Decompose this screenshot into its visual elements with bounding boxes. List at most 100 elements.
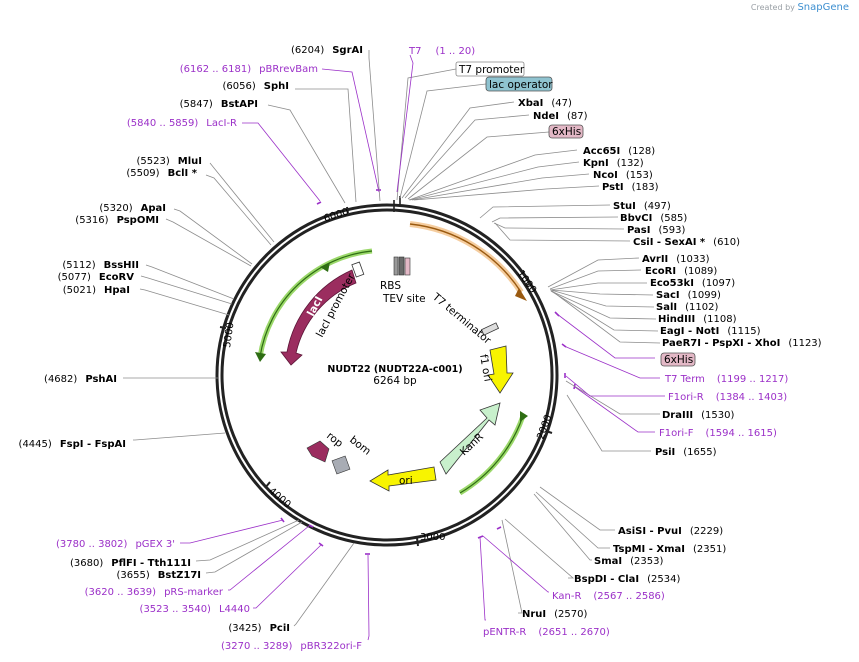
f1-ori-feature <box>487 345 514 394</box>
enzyme-ecorv: (5077)EcoRV <box>58 272 135 283</box>
his-label-top: 6xHis <box>552 126 581 138</box>
enzyme-psti: PstI(183) <box>602 182 659 193</box>
laci-feature <box>280 269 357 366</box>
rop-label: rop <box>324 430 345 450</box>
insert-orf-arrowhead <box>515 288 527 301</box>
enzyme-ncoi: NcoI(153) <box>593 170 653 181</box>
t7-terminator-label: T7 terminator <box>429 290 493 347</box>
right-enzyme-labels: XbaI(47) NdeI(87) Acc65I(128) KpnI(132) … <box>518 98 822 620</box>
primer-kan-r: Kan-R(2567 .. 2586) <box>552 591 665 602</box>
f1-ori-label: f1 ori <box>477 353 494 382</box>
enzyme-asisi: AsiSI - PvuI(2229) <box>618 526 723 537</box>
enzyme-pcii: (3425)PciI <box>228 623 290 634</box>
tick-marks <box>219 206 553 547</box>
enzyme-hindiii: HindIII(1108) <box>658 314 737 325</box>
enzyme-bstz17i: (3655)BstZ17I <box>116 570 201 581</box>
rbs-label: RBS <box>380 280 401 292</box>
enzyme-smai: SmaI(2353) <box>594 556 663 567</box>
tick-label-3000: 3000 <box>420 532 445 543</box>
enzyme-bcli: (5509)BclI * <box>126 168 197 179</box>
kanr-label: KanR <box>458 431 486 458</box>
enzyme-csii: CsiI - SexAI *(610) <box>633 237 740 248</box>
primer-l4440: (3523 .. 3540)L4440 <box>140 604 250 615</box>
enzyme-pasi: PasI(593) <box>627 225 685 236</box>
tev-label: TEV site <box>382 293 426 305</box>
enzyme-bsshii: (5112)BssHII <box>62 260 139 271</box>
tev-feature <box>398 256 405 276</box>
snapgene-logo: SnapGene <box>797 2 849 13</box>
enzyme-pspomi: (5316)PspOMI <box>75 215 159 226</box>
enzyme-pflfi: (3680)PflFI - Tth111I <box>70 558 191 569</box>
ori-label: ori <box>399 475 413 487</box>
lac-operator-label: lac operator <box>489 79 553 91</box>
rbs-feature <box>393 256 399 276</box>
enzyme-paer7i: PaeR7I - PspXI - XhoI(1123) <box>662 338 822 349</box>
enzyme-apai: (5320)ApaI <box>99 203 166 214</box>
enzyme-xbai: XbaI(47) <box>518 98 572 109</box>
enzyme-fspi: (4445)FspI - FspAI <box>19 439 126 450</box>
enzyme-sgrai: (6204)SgrAI <box>291 45 363 56</box>
enzyme-sphi: (6056)SphI <box>223 81 289 92</box>
enzyme-stui: StuI(497) <box>613 201 671 212</box>
primer-f1ori-f: F1ori-F(1594 .. 1615) <box>659 428 777 439</box>
his-box-top: 6xHis <box>548 124 584 139</box>
primer-laci-r: (5840 .. 5859)LacI-R <box>127 118 237 129</box>
laci-orf-line <box>259 250 373 358</box>
leader-lines-right-primers <box>396 54 665 621</box>
ori-feature <box>369 466 437 492</box>
snapgene-credit: Created by SnapGene <box>751 2 849 13</box>
kanr-feature <box>439 402 501 475</box>
primer-pbr322ori-f: (3270 .. 3289)pBR322ori-F <box>221 641 362 652</box>
enzyme-ndei: NdeI(87) <box>533 111 588 122</box>
primer-t7-term: T7 Term(1199 .. 1217) <box>664 374 788 385</box>
primer-f1ori-r: F1ori-R(1384 .. 1403) <box>668 392 787 403</box>
enzyme-kpni: KpnI(132) <box>583 158 644 169</box>
credit-text: Created by <box>750 3 795 12</box>
t7-promoter-label: T7 promoter <box>458 64 525 76</box>
enzyme-nrui: NruI(2570) <box>522 609 587 620</box>
laci-promoter-box <box>351 261 365 278</box>
backbone-outer <box>215 203 559 547</box>
his-label-bottom: 6xHis <box>664 354 693 366</box>
leader-lines-left <box>123 50 381 627</box>
enzyme-eco53ki: Eco53kI(1097) <box>650 278 735 289</box>
plasmid-length: 6264 bp <box>373 375 417 387</box>
plasmid-name: NUDT22 (NUDT22A-c001) <box>327 364 462 375</box>
kanr-orf-line <box>459 415 524 494</box>
tick-label-5000: 5000 <box>222 322 236 349</box>
laci-orf-arrowhead-top <box>320 262 330 272</box>
enzyme-draiii: DraIII(1530) <box>662 410 735 421</box>
enzyme-sali: SalI(1102) <box>656 302 718 313</box>
enzyme-saci: SacI(1099) <box>656 290 721 301</box>
bom-label: bom <box>347 434 373 458</box>
tick-label-2000: 2000 <box>535 413 554 441</box>
enzyme-hpai: (5021)HpaI <box>63 285 130 296</box>
leader-lines-right <box>396 68 661 614</box>
primer-t7: T7(1 .. 20) <box>408 46 475 57</box>
t7-promoter-box: T7 promoter <box>455 61 525 77</box>
primer-pgex3: (3780 .. 3802)pGEX 3' <box>56 539 175 550</box>
enzyme-bbvci: BbvCI(585) <box>620 213 687 224</box>
bom-feature <box>331 455 351 475</box>
primer-pentr-r: pENTR-R(2651 .. 2670) <box>483 627 610 638</box>
tick-label-6000: 6000 <box>323 207 351 225</box>
his-box-bottom: 6xHis <box>660 352 696 367</box>
enzyme-avrii: AvrII(1033) <box>642 254 710 265</box>
enzyme-acc65i: Acc65I(128) <box>583 146 655 157</box>
lac-operator-box: lac operator <box>485 76 553 92</box>
enzyme-eagi: EagI - NotI(1115) <box>660 326 761 337</box>
enzyme-psii: PsiI(1655) <box>655 447 717 458</box>
enzyme-bspdi: BspDI - ClaI(2534) <box>574 574 680 585</box>
t7-terminator-feature <box>480 322 500 336</box>
enzyme-bstapi: (5847)BstAPI <box>180 99 258 110</box>
insert-orf-arrow <box>409 223 522 293</box>
enzyme-ecori: EcoRI(1089) <box>645 266 717 277</box>
left-primer-labels: (6162 .. 6181)pBRrevBam (5840 .. 5859)La… <box>56 64 362 652</box>
enzyme-tspmi: TspMI - XmaI(2351) <box>613 544 726 555</box>
enzyme-pshai: (4682)PshAI <box>44 374 117 385</box>
right-primer-labels: T7(1 .. 20) T7 Term(1199 .. 1217) F1ori-… <box>408 46 788 638</box>
leader-lines-left-primers <box>180 68 380 641</box>
left-enzyme-labels: (6204)SgrAI (6056)SphI (5847)BstAPI (552… <box>19 45 363 634</box>
primer-prs-marker: (3620 .. 3639)pRS-marker <box>85 587 224 598</box>
